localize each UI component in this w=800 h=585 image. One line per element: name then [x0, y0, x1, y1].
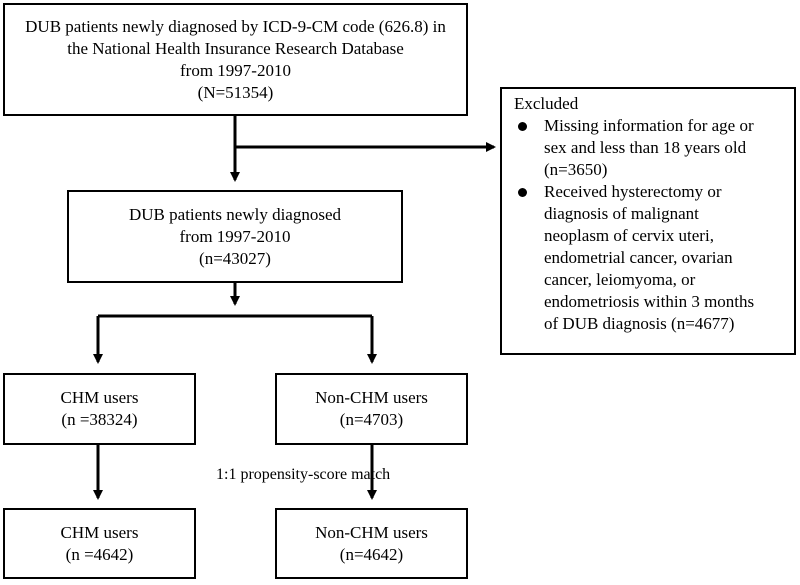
chm-matched-count: (n =4642): [65, 544, 134, 564]
source-line-2: the National Health Insurance Research D…: [67, 38, 404, 58]
excluded-list: Missing information for age or sex and l…: [502, 115, 794, 335]
chm-users-count: (n =38324): [61, 410, 138, 429]
excluded-item-hysterectomy: Received hysterectomy or diagnosis of ma…: [514, 181, 794, 335]
non-chm-matched-box: Non-CHM users (n=4642): [275, 508, 468, 579]
excluded-item-1-line-1: Missing information for age or: [544, 116, 754, 135]
propensity-match-label: 1:1 propensity-score match: [216, 466, 391, 483]
source-population-box: DUB patients newly diagnosed by ICD-9-CM…: [3, 3, 468, 116]
excluded-item-2-line-7: of DUB diagnosis (n=4677): [544, 314, 735, 333]
excluded-item-1-line-3: (n=3650): [544, 160, 608, 179]
cohort-line-1: DUB patients newly diagnosed: [129, 204, 341, 224]
excluded-item-2-line-3: neoplasm of cervix uteri,: [544, 226, 714, 245]
chm-users-box: CHM users (n =38324): [3, 373, 196, 445]
cohort-line-3: (n=43027): [199, 248, 271, 268]
chm-matched-title: CHM users: [60, 522, 139, 542]
chm-users-title: CHM users: [60, 388, 139, 407]
excluded-title: Excluded: [514, 94, 579, 113]
excluded-item-2-line-5: cancer, leiomyoma, or: [544, 270, 696, 289]
excluded-item-2-line-1: Received hysterectomy or: [544, 182, 722, 201]
excluded-box: Excluded Missing information for age or …: [500, 87, 796, 355]
cohort-box: DUB patients newly diagnosed from 1997-2…: [67, 190, 403, 283]
non-chm-users-count: (n=4703): [339, 410, 404, 429]
source-line-3: from 1997-2010: [180, 60, 291, 80]
non-chm-matched-count: (n=4642): [339, 544, 404, 564]
excluded-item-age-sex: Missing information for age or sex and l…: [514, 115, 794, 181]
excluded-item-2-line-6: endometriosis within 3 months: [544, 292, 755, 311]
non-chm-users-title: Non-CHM users: [315, 388, 428, 407]
excluded-item-2-line-4: endometrial cancer, ovarian: [544, 248, 733, 267]
non-chm-users-box: Non-CHM users (n=4703): [275, 373, 468, 445]
cohort-line-2: from 1997-2010: [179, 226, 291, 246]
excluded-item-2-line-2: diagnosis of malignant: [544, 204, 699, 223]
chm-matched-box: CHM users (n =4642): [3, 508, 196, 579]
source-line-4: (N=51354): [197, 82, 274, 102]
excluded-item-1-line-2: sex and less than 18 years old: [544, 138, 747, 157]
non-chm-matched-title: Non-CHM users: [315, 522, 428, 542]
source-line-1: DUB patients newly diagnosed by ICD-9-CM…: [25, 16, 446, 36]
